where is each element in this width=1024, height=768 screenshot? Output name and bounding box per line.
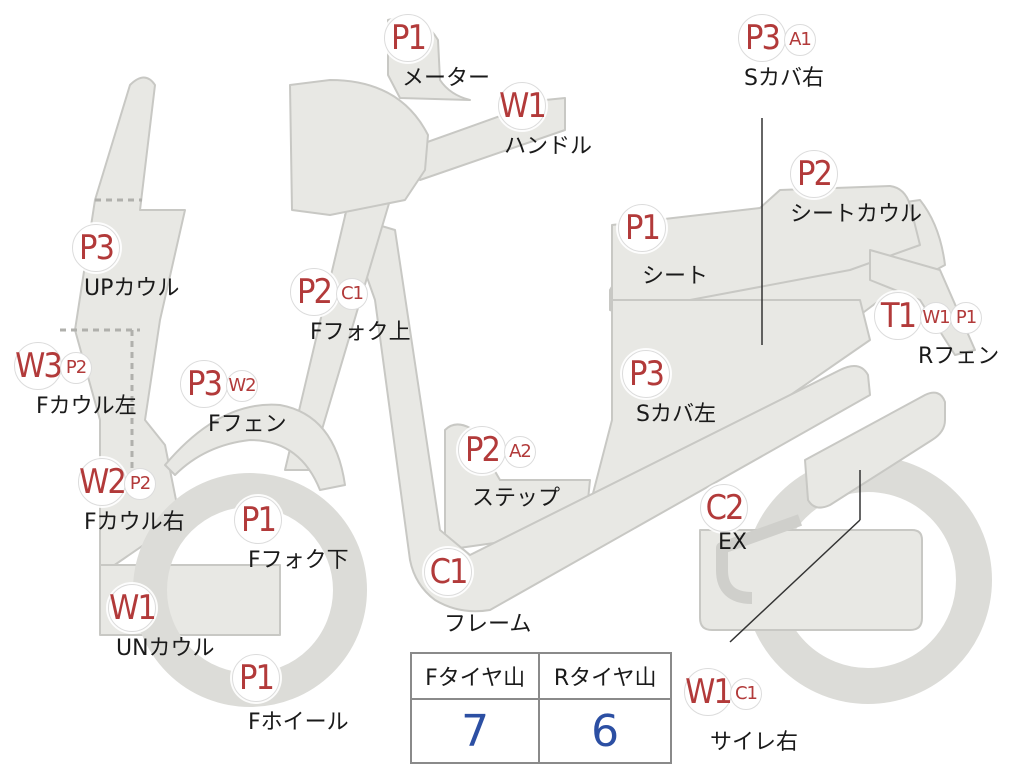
part-label: UNカウル bbox=[116, 636, 215, 661]
wrap-badge: W2 bbox=[226, 370, 258, 402]
paint-badge: P1 bbox=[618, 204, 666, 252]
part-un-cowl: W1 UNカウル bbox=[108, 584, 215, 662]
paint-badge: P2 bbox=[60, 352, 92, 384]
part-label: Sカバ右 bbox=[744, 66, 824, 91]
paint-badge: P3 bbox=[738, 14, 786, 62]
part-s-cover-left: P3 Sカバ左 bbox=[622, 350, 716, 428]
wrap-badge: W1 bbox=[498, 82, 547, 130]
paint-badge: P1 bbox=[232, 654, 280, 702]
paint-badge: P2 bbox=[124, 468, 156, 500]
accessory-badge: A1 bbox=[784, 24, 816, 56]
part-seat-cowl: P2 シートカウル bbox=[790, 150, 922, 228]
front-tire-header: Fタイヤ山 bbox=[409, 652, 541, 700]
part-label: Fカウル右 bbox=[84, 510, 185, 535]
paint-badge: P1 bbox=[950, 302, 982, 334]
paint-badge: P3 bbox=[72, 224, 120, 272]
tire-badge: T1 bbox=[874, 292, 922, 340]
wrap-badge: W2 bbox=[78, 458, 127, 506]
tire-tread-table: Fタイヤ山 Rタイヤ山 7 6 bbox=[409, 652, 672, 764]
part-label: EX bbox=[718, 530, 747, 555]
front-tire-value: 7 bbox=[409, 698, 541, 764]
part-label: Rフェン bbox=[918, 344, 1000, 369]
muffler-shape bbox=[804, 391, 946, 509]
part-seat: P1 シート bbox=[618, 204, 708, 290]
part-label: Fカウル左 bbox=[36, 394, 137, 419]
chrome-badge: C2 bbox=[700, 484, 748, 532]
part-label: サイレ右 bbox=[710, 730, 799, 755]
wrap-badge: W1 bbox=[920, 302, 952, 334]
frame-shape bbox=[344, 214, 871, 613]
part-label: フレーム bbox=[444, 612, 532, 637]
paint-badge: P3 bbox=[180, 360, 228, 408]
paint-badge: P1 bbox=[234, 496, 282, 544]
part-label: Fフォク下 bbox=[248, 548, 349, 573]
part-label: ステップ bbox=[472, 486, 561, 511]
paint-badge: P3 bbox=[622, 350, 670, 398]
part-label: Fフェン bbox=[208, 412, 287, 437]
paint-badge: P2 bbox=[458, 426, 506, 474]
part-handle: W1 ハンドル bbox=[498, 82, 592, 160]
chrome-badge: C1 bbox=[336, 278, 368, 310]
part-f-wheel: P1 Fホイール bbox=[232, 654, 349, 736]
accessory-badge: A2 bbox=[504, 436, 536, 468]
rear-tire-header: Rタイヤ山 bbox=[538, 652, 672, 700]
part-exhaust: C2 EX bbox=[700, 484, 748, 555]
part-label: ハンドル bbox=[504, 134, 593, 159]
seat-shape bbox=[611, 185, 921, 301]
wrap-badge: W1 bbox=[108, 584, 157, 632]
paint-badge: P2 bbox=[290, 268, 338, 316]
part-label: シート bbox=[642, 264, 709, 289]
chrome-badge: C1 bbox=[730, 678, 762, 710]
part-label: メーター bbox=[402, 66, 491, 91]
part-label: Sカバ左 bbox=[636, 402, 716, 427]
part-label: シートカウル bbox=[790, 202, 923, 227]
wrap-badge: W3 bbox=[14, 342, 63, 390]
part-f-fork-lower: P1 Fフォク下 bbox=[234, 496, 349, 574]
rear-tire-value: 6 bbox=[538, 698, 672, 764]
head-shape bbox=[289, 79, 429, 216]
part-label: Fホイール bbox=[248, 710, 349, 735]
part-frame: C1 フレーム bbox=[424, 548, 531, 638]
front-fender-shape bbox=[164, 403, 346, 491]
chrome-badge: C1 bbox=[424, 548, 472, 596]
part-meter: P1 メーター bbox=[384, 14, 490, 92]
paint-badge: P1 bbox=[384, 14, 432, 62]
part-label: UPカウル bbox=[84, 276, 180, 301]
part-up-cowl: P3 UPカウル bbox=[72, 224, 179, 302]
front-cowl-shape bbox=[74, 76, 186, 576]
paint-badge: P2 bbox=[790, 150, 838, 198]
engine-shape bbox=[699, 529, 923, 631]
wrap-badge: W1 bbox=[684, 668, 733, 716]
part-label: Fフォク上 bbox=[310, 320, 411, 345]
